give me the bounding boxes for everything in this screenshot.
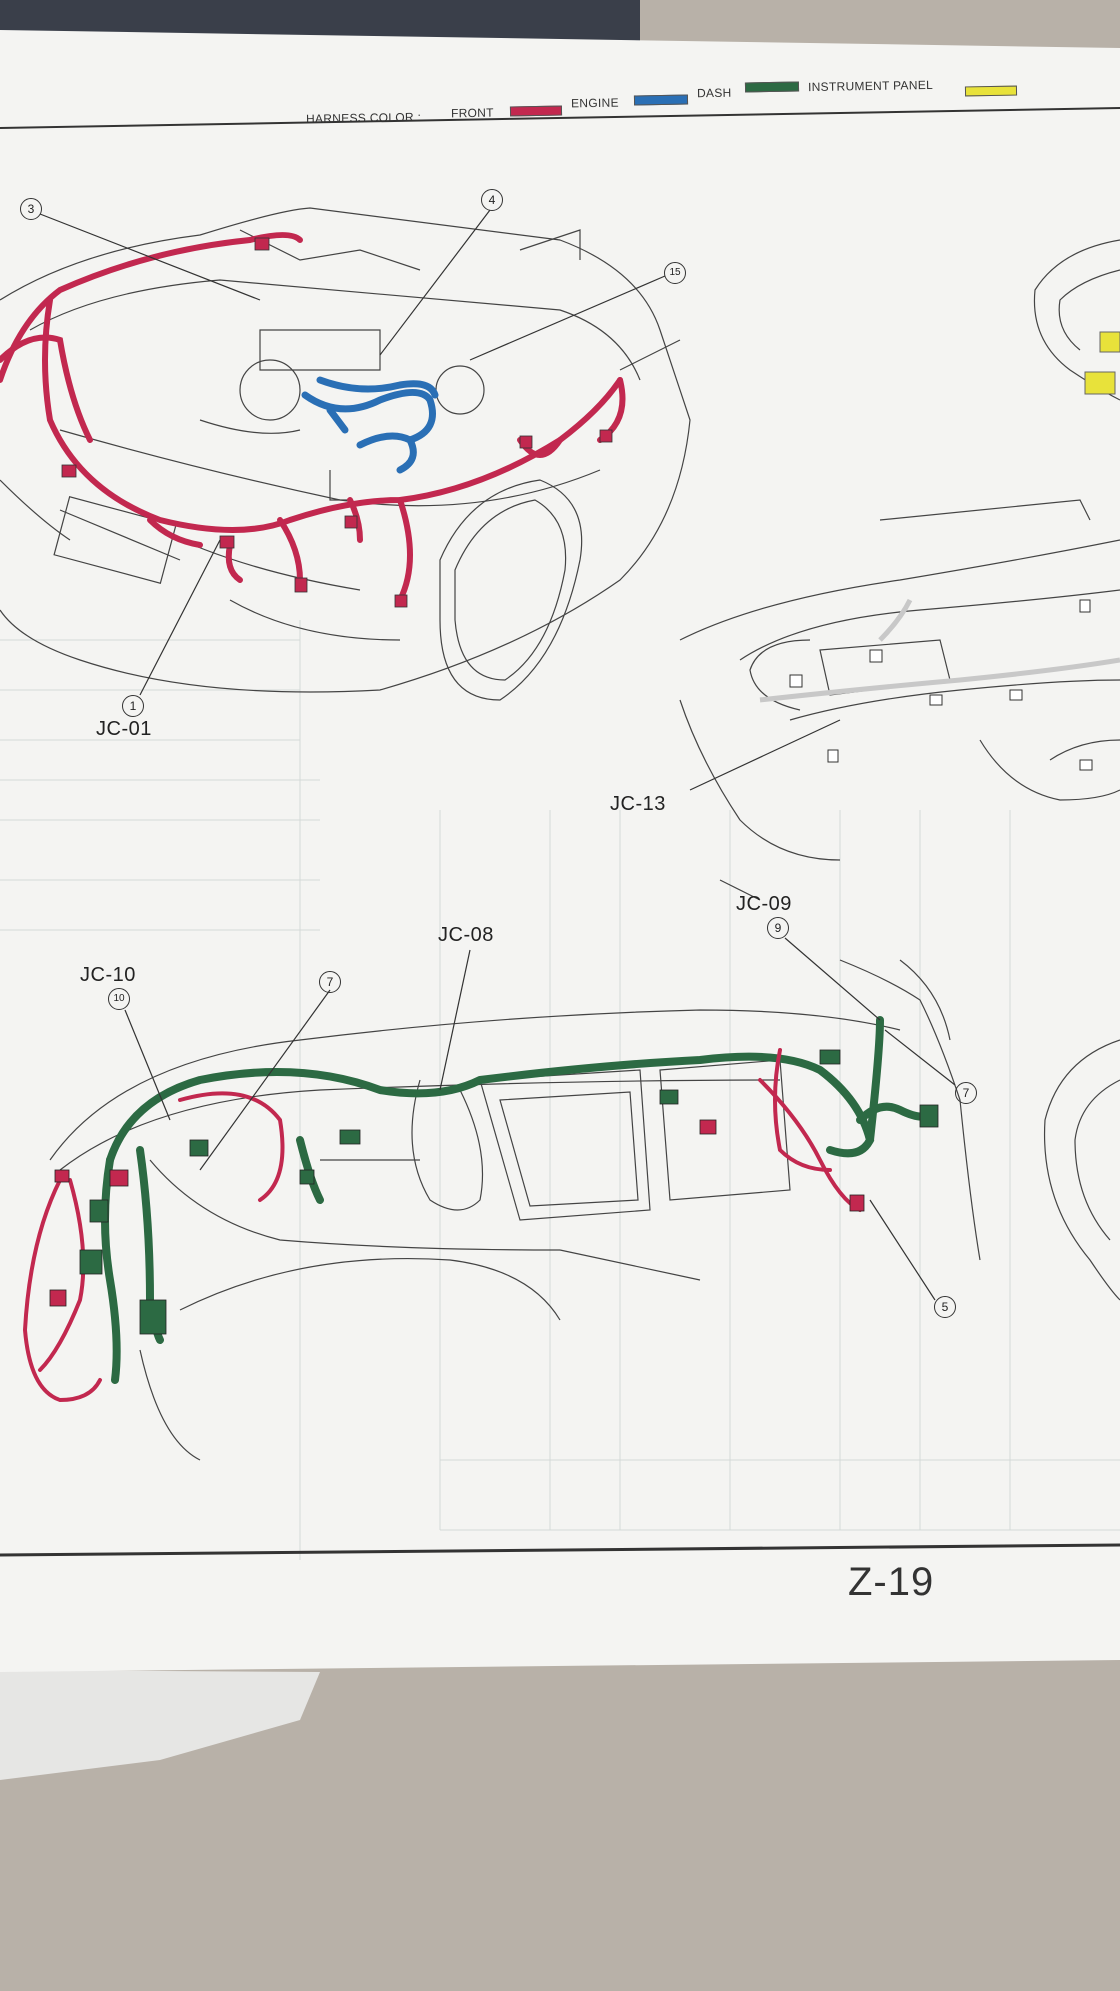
label-jc-08: JC-08 <box>438 924 494 946</box>
page-number: Z-19 <box>848 1560 935 1604</box>
legend-label-instrument-panel: INSTRUMENT PANEL <box>807 77 934 95</box>
callout-5: 5 <box>934 1296 956 1318</box>
harness-color-legend-title: HARNESS COLOR : <box>305 109 422 127</box>
dash-connectors <box>79 1049 939 1335</box>
legend-label-front: FRONT <box>450 105 494 121</box>
console-connectors <box>789 599 1093 771</box>
engine-bay-outline <box>0 207 691 701</box>
callout-7-right: 7 <box>955 1082 977 1104</box>
legend-swatch-front <box>509 105 563 117</box>
legend-swatch-engine <box>633 94 689 106</box>
engine-harness <box>301 376 439 474</box>
label-jc-10: JC-10 <box>80 964 136 986</box>
dash-front-harness <box>22 1048 862 1403</box>
callout-9: 9 <box>767 917 789 939</box>
legend-swatch-instrument-panel <box>964 85 1018 97</box>
callout-3: 3 <box>20 198 42 220</box>
footer-rule <box>0 1543 1120 1557</box>
console-harness <box>759 598 1120 703</box>
instrument-panel-connectors <box>1084 331 1120 395</box>
paper-scrap <box>0 1670 320 1780</box>
dash-front-connectors <box>49 1119 865 1307</box>
label-jc-09: JC-09 <box>736 893 792 915</box>
leader-lines <box>39 209 956 1301</box>
legend-label-engine: ENGINE <box>570 95 619 111</box>
legend-label-dash: DASH <box>696 85 732 101</box>
callout-4: 4 <box>481 189 503 211</box>
header-rule <box>0 107 1120 129</box>
background-grid <box>0 620 1120 1560</box>
callout-7-left: 7 <box>319 971 341 993</box>
label-jc-13: JC-13 <box>610 793 666 815</box>
label-jc-01: JC-01 <box>96 718 152 740</box>
front-connectors <box>61 237 613 608</box>
dashboard-outline <box>49 959 1120 1461</box>
legend-swatch-dash <box>744 81 800 93</box>
callout-1: 1 <box>122 695 144 717</box>
manual-page <box>0 30 1120 1672</box>
callout-15: 15 <box>664 262 686 284</box>
callout-10: 10 <box>108 988 130 1010</box>
